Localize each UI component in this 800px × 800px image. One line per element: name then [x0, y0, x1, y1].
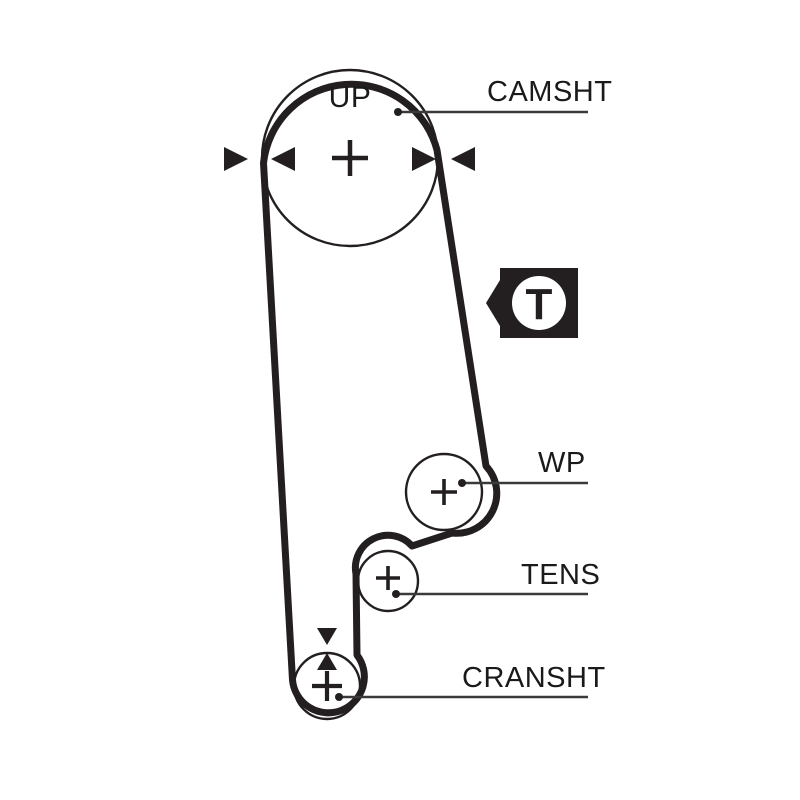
crank-upper-down-arrow-icon [317, 628, 337, 645]
label-tensioner: TENS [521, 559, 600, 591]
timing-belt-path [260, 80, 501, 717]
camshaft-pulley-circle [260, 68, 440, 248]
timing-mark-box[interactable]: T [486, 268, 578, 338]
leader-water-pump [458, 479, 588, 487]
cam-right-outer-arrow-icon [451, 147, 475, 171]
crank-lower-up-arrow-icon [317, 653, 337, 670]
leader-water-pump-dot [458, 479, 466, 487]
leader-tensioner [392, 590, 588, 598]
alignment-markers-group [224, 147, 475, 670]
cam-left-inner-arrow-icon [271, 147, 295, 171]
leader-camshaft [394, 108, 588, 116]
label-camshaft: CAMSHT [487, 76, 612, 108]
timing-belt-group [260, 80, 501, 717]
leader-crankshaft-dot [335, 693, 343, 701]
leader-crankshaft [335, 693, 588, 701]
water-pump-pulley-circle [404, 452, 484, 532]
cam-right-inner-arrow-icon [412, 147, 436, 171]
timing-mark-circle [512, 276, 566, 330]
timing-mark-letter: T [526, 280, 553, 329]
leader-camshaft-dot [394, 108, 402, 116]
camshaft-center-cross-icon [332, 140, 368, 176]
leader-tensioner-dot [392, 590, 400, 598]
label-crankshaft: CRANSHT [462, 662, 606, 694]
pulley-tensioner[interactable] [356, 549, 420, 613]
crankshaft-center-cross-icon [312, 671, 342, 701]
tensioner-center-cross-icon [376, 566, 400, 590]
pulley-water-pump[interactable] [404, 452, 484, 532]
tensioner-pulley-circle [356, 549, 420, 613]
orientation-label-up: UP [329, 81, 372, 114]
cam-left-outer-arrow-icon [224, 147, 248, 171]
label-water-pump: WP [538, 447, 586, 479]
pulley-camshaft[interactable] [260, 68, 440, 248]
timing-mark-pointer-icon [486, 280, 500, 326]
water-pump-center-cross-icon [431, 479, 457, 505]
